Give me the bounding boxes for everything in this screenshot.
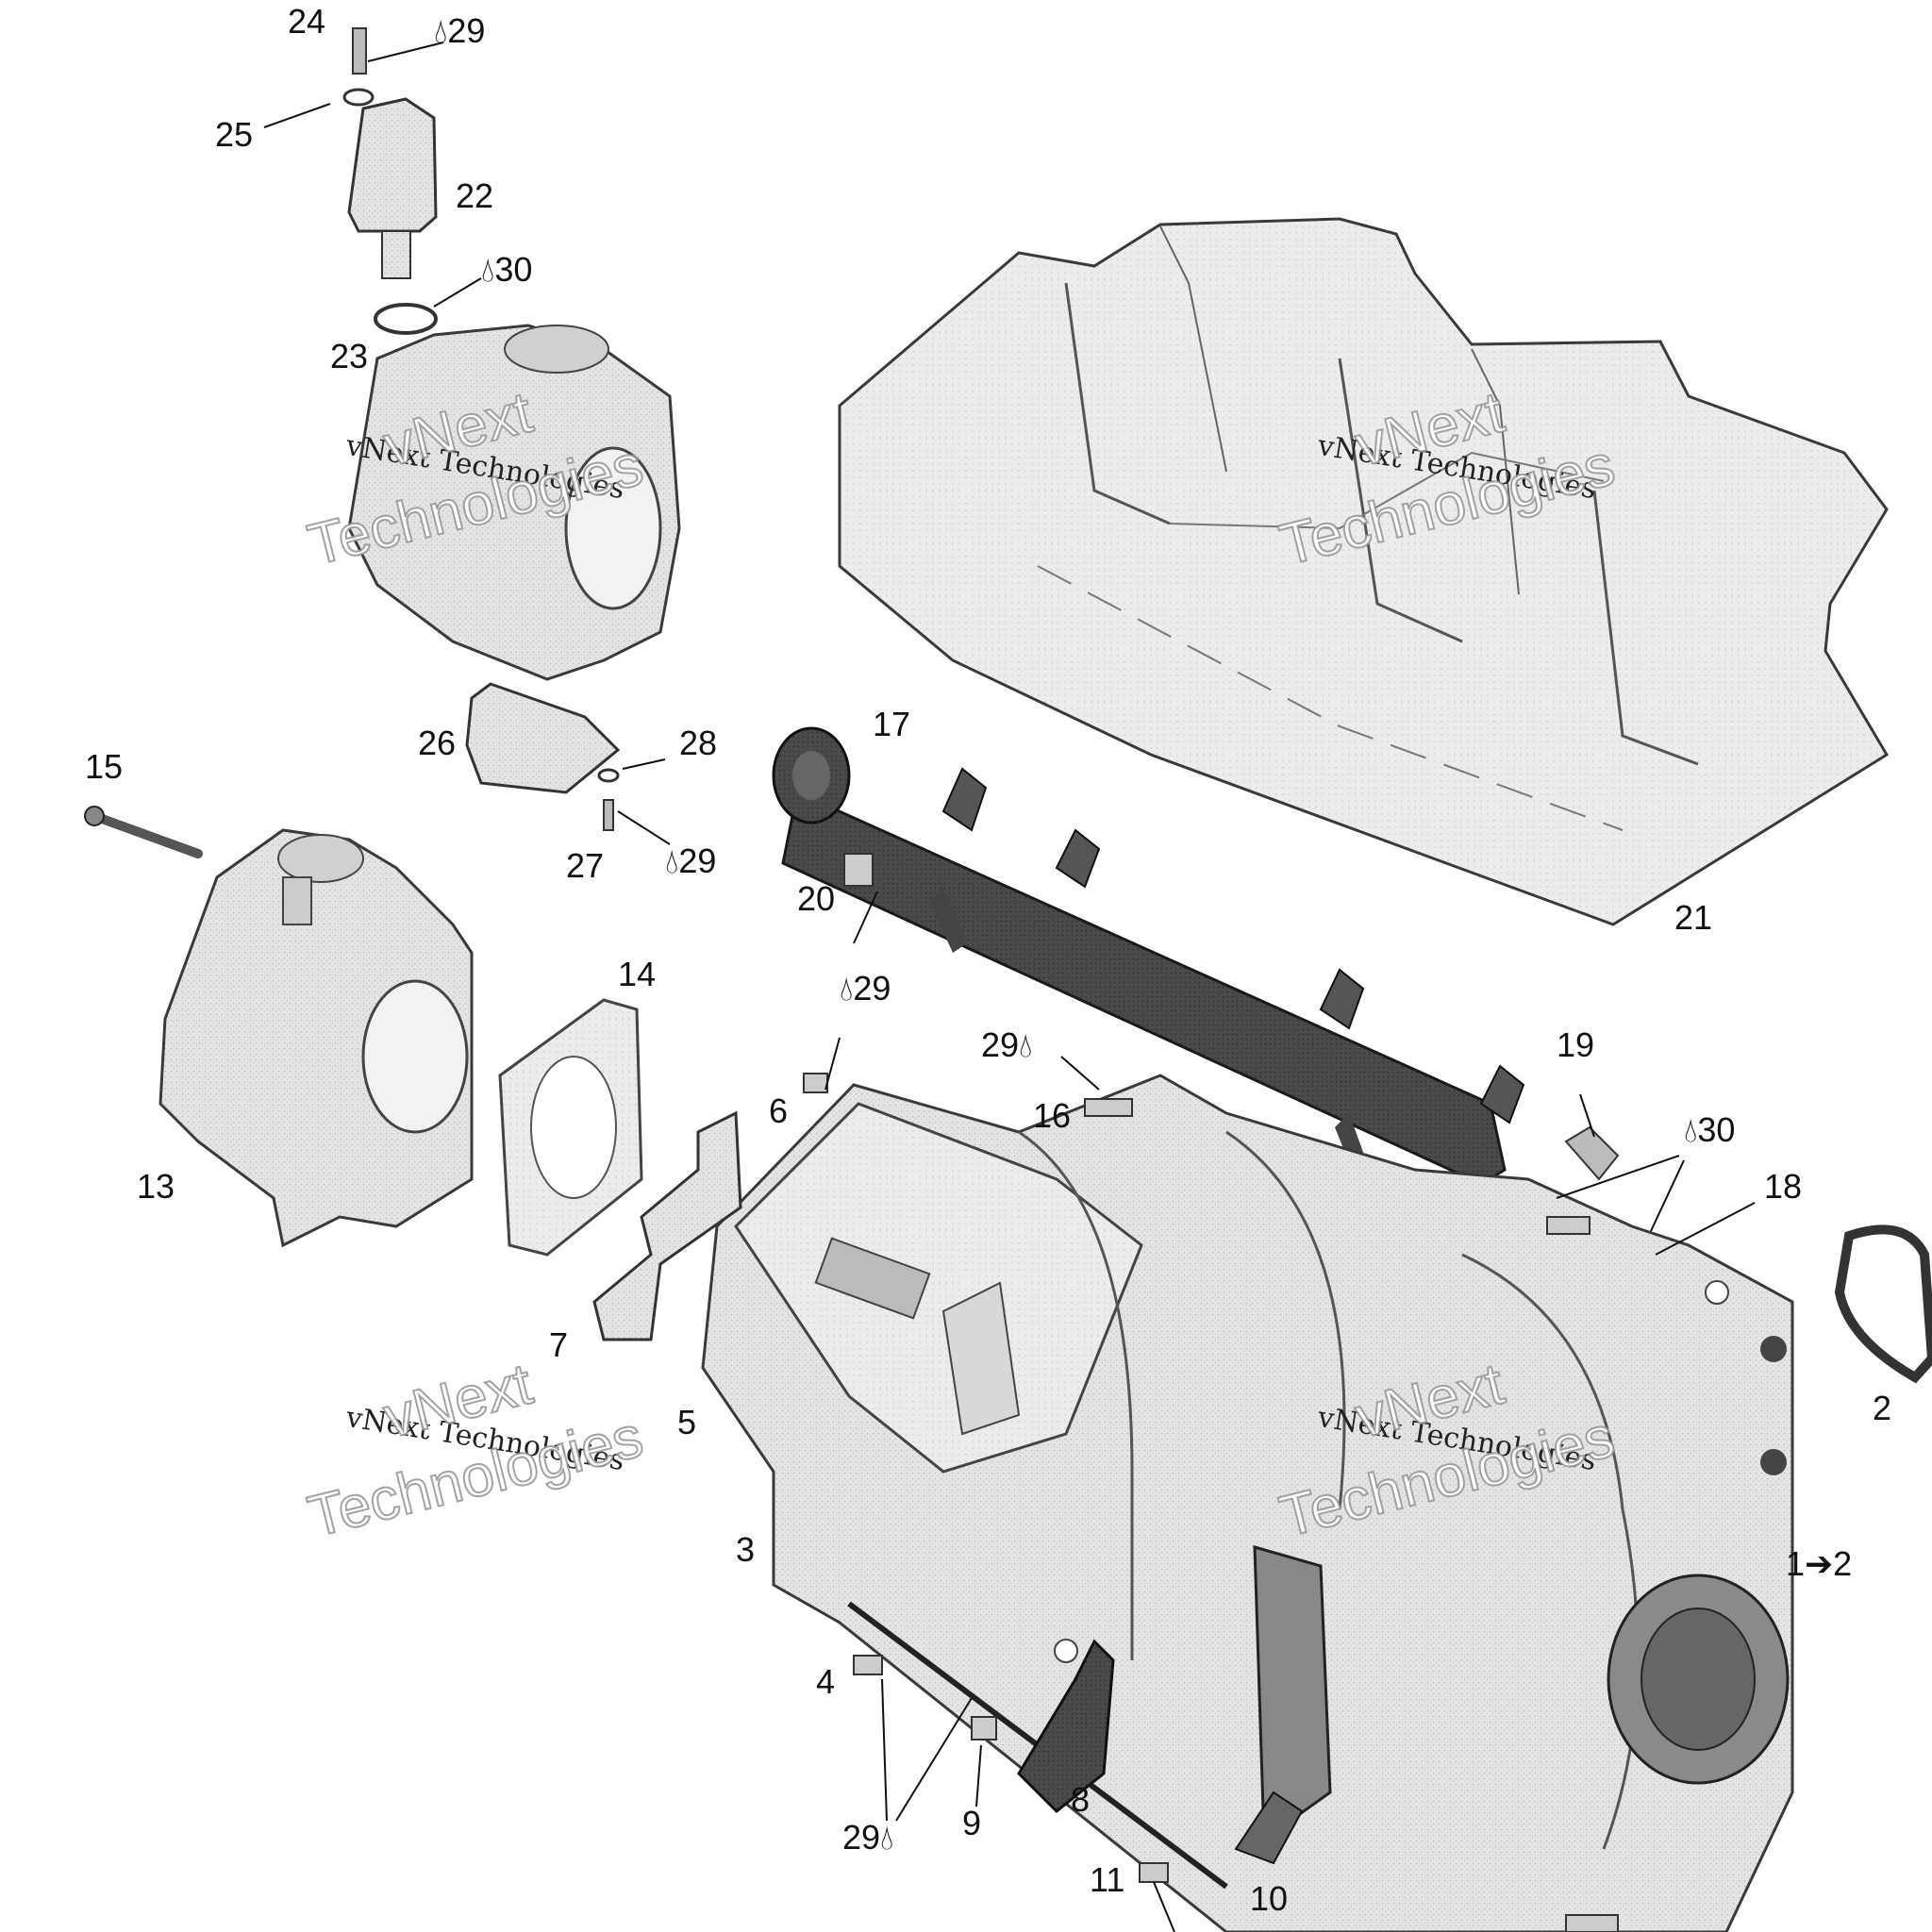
part-bolt-bottom [1565, 1914, 1619, 1932]
callout-28: 28 [679, 724, 718, 762]
oil-drop-icon: 💧︎ [665, 841, 679, 880]
part-24-screw [352, 27, 367, 75]
callout-11: 11 [1090, 1860, 1125, 1899]
part-11-bolt [1139, 1862, 1169, 1883]
lubricant-callout: 💧︎29 [434, 11, 486, 50]
part-25-washer [342, 88, 375, 107]
callout-24: 24 [288, 2, 326, 41]
part-10-bracket [1234, 1790, 1304, 1865]
callout-9: 9 [962, 1804, 982, 1842]
part-18-bolt [1546, 1216, 1591, 1235]
callout-21: 21 [1674, 898, 1713, 937]
oil-drop-icon: 💧︎ [1019, 1025, 1033, 1064]
lubricant-callout: 29💧︎ [981, 1025, 1033, 1064]
part-15-screw [84, 806, 203, 858]
part-20-bolt [843, 853, 874, 887]
callout-16: 16 [1033, 1096, 1072, 1135]
lubricant-callout: 29💧︎ [842, 1818, 894, 1857]
callout-25: 25 [215, 115, 254, 154]
callout-5: 5 [677, 1403, 697, 1441]
oil-drop-icon: 💧︎ [880, 1818, 894, 1857]
part-6-bolt [803, 1073, 828, 1093]
callout-7: 7 [549, 1325, 569, 1364]
callout-19: 19 [1557, 1025, 1595, 1064]
callout-2: 2 [1873, 1389, 1892, 1427]
callout-18: 18 [1764, 1167, 1803, 1206]
part-9-bolt [971, 1716, 997, 1740]
leader-lines [263, 42, 1756, 1932]
part-22-idle-valve [347, 97, 438, 279]
part-26-sensor [465, 682, 621, 794]
part-2-gasket [1834, 1224, 1932, 1384]
lubricant-callout: 💧︎29 [840, 969, 891, 1008]
callout-10: 10 [1250, 1879, 1289, 1918]
lubricant-callout: 💧︎29 [665, 841, 717, 880]
callout-14: 14 [618, 955, 657, 993]
part-21-engine-cover [838, 217, 1890, 926]
oil-drop-icon: 💧︎ [481, 250, 495, 289]
part-4-bolt [853, 1655, 883, 1675]
part-16-bolt [1084, 1098, 1133, 1117]
part-19-clip [1564, 1125, 1620, 1181]
oil-drop-icon: 💧︎ [840, 969, 854, 1008]
part-28-washer [597, 768, 620, 783]
callout-3: 3 [736, 1530, 756, 1569]
callout-26: 26 [418, 724, 457, 762]
part-3-intake-manifold [701, 1074, 1794, 1932]
callout-13: 13 [137, 1167, 175, 1206]
part-27-screw [603, 799, 614, 831]
callout-6: 6 [769, 1091, 789, 1130]
callout-23: 23 [330, 337, 369, 375]
part-8-sensor [1017, 1639, 1115, 1814]
callout-4: 4 [816, 1662, 836, 1701]
oil-drop-icon: 💧︎ [434, 11, 448, 50]
callout-22: 22 [456, 176, 494, 215]
lubricant-callout: 💧︎30 [1684, 1110, 1736, 1149]
callout-20: 20 [797, 879, 836, 918]
lubricant-callout: 💧︎30 [481, 250, 533, 289]
callout-15: 15 [85, 747, 124, 786]
part-23-o-ring [374, 303, 438, 335]
part-upper-throttle-body [347, 324, 681, 681]
part-14-gasket [498, 998, 643, 1257]
callout-1: 1➔2 [1786, 1544, 1853, 1583]
callout-17: 17 [873, 705, 911, 743]
callout-27: 27 [566, 846, 605, 885]
callout-8: 8 [1071, 1780, 1091, 1819]
part-13-throttle-body [158, 828, 474, 1248]
part-17-fuel-rail [772, 726, 1525, 1186]
part-7-bracket [592, 1110, 742, 1341]
oil-drop-icon: 💧︎ [1684, 1110, 1698, 1149]
